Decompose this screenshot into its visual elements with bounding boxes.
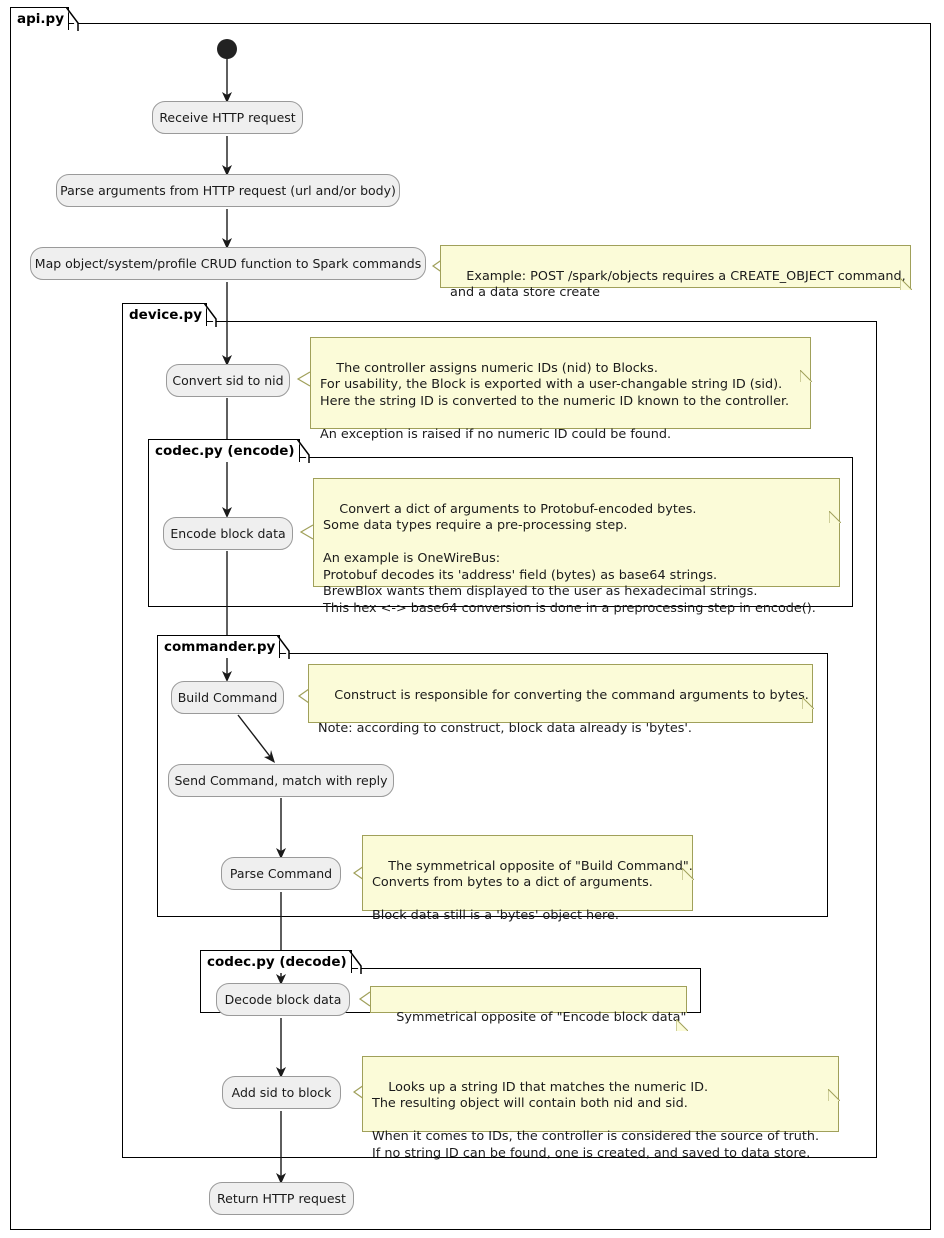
note-link-convert-sid bbox=[280, 368, 312, 394]
note-convert-sid: The controller assigns numeric IDs (nid)… bbox=[310, 337, 812, 442]
node-label: Parse arguments from HTTP request (url a… bbox=[60, 183, 396, 198]
partition-tab-codec-encode: codec.py (encode) bbox=[148, 438, 310, 463]
note-parse-cmd: The symmetrical opposite of "Build Comma… bbox=[362, 835, 694, 923]
tab-slant-icon bbox=[66, 6, 79, 31]
partition-tab-label-commander: commander.py bbox=[164, 639, 276, 655]
partition-tab-device: device.py bbox=[122, 302, 217, 327]
note-build-cmd: Construct is responsible for converting … bbox=[308, 664, 814, 736]
partition-tab-label-codec-decode: codec.py (decode) bbox=[207, 954, 347, 970]
tab-slant-icon bbox=[296, 438, 310, 463]
note-encode-block: Convert a dict of arguments to Protobuf-… bbox=[313, 478, 841, 616]
note-dogear-icon bbox=[802, 664, 814, 709]
node-label: Build Command bbox=[177, 690, 278, 705]
start-node bbox=[217, 39, 237, 59]
note-text: The controller assigns numeric IDs (nid)… bbox=[320, 360, 790, 442]
tab-slant-icon bbox=[348, 949, 362, 974]
note-dogear-icon bbox=[900, 245, 912, 290]
node-label: Decode block data bbox=[224, 992, 342, 1007]
note-add-sid: Looks up a string ID that matches the nu… bbox=[362, 1056, 840, 1161]
partition-tab-codec-decode: codec.py (decode) bbox=[200, 949, 362, 974]
partition-frame-api bbox=[10, 23, 931, 1230]
activity-node-parse-arguments[interactable]: Parse arguments from HTTP request (url a… bbox=[56, 174, 400, 207]
node-label: Convert sid to nid bbox=[172, 373, 284, 388]
note-dogear-icon bbox=[800, 337, 812, 382]
note-dogear-icon bbox=[682, 835, 694, 880]
partition-tab-api: api.py bbox=[10, 6, 79, 31]
note-text: The symmetrical opposite of "Build Comma… bbox=[372, 858, 693, 924]
node-label: Encode block data bbox=[170, 526, 286, 541]
note-link-decode-block bbox=[348, 988, 372, 1014]
note-text: Example: POST /spark/objects requires a … bbox=[450, 268, 906, 301]
note-link-parse-cmd bbox=[338, 862, 366, 888]
note-decode-block: Symmetrical opposite of "Encode block da… bbox=[370, 986, 688, 1031]
activity-node-decode-block-data[interactable]: Decode block data bbox=[216, 983, 350, 1016]
node-label: Add sid to block bbox=[231, 1085, 332, 1100]
tab-slant-icon bbox=[277, 634, 291, 659]
node-label: Return HTTP request bbox=[217, 1191, 346, 1206]
note-link-build-cmd bbox=[283, 685, 311, 711]
activity-node-receive-http-request[interactable]: Receive HTTP request bbox=[152, 101, 303, 134]
activity-node-return-http-request[interactable]: Return HTTP request bbox=[209, 1182, 354, 1215]
partition-tab-commander: commander.py bbox=[157, 634, 291, 659]
note-dogear-icon bbox=[828, 1056, 840, 1101]
note-dogear-icon bbox=[829, 478, 841, 523]
note-text: Symmetrical opposite of "Encode block da… bbox=[396, 1009, 687, 1025]
activity-node-send-command[interactable]: Send Command, match with reply bbox=[168, 764, 394, 797]
note-text: Construct is responsible for converting … bbox=[318, 687, 809, 736]
note-map-crud: Example: POST /spark/objects requires a … bbox=[440, 245, 912, 300]
activity-node-parse-command[interactable]: Parse Command bbox=[221, 857, 341, 890]
note-link-map-crud bbox=[420, 255, 446, 281]
node-label: Map object/system/profile CRUD function … bbox=[34, 256, 422, 271]
tab-slant-icon bbox=[204, 302, 217, 327]
partition-tab-label-codec-encode: codec.py (encode) bbox=[155, 443, 295, 459]
note-text: Convert a dict of arguments to Protobuf-… bbox=[323, 501, 816, 616]
activity-node-map-crud[interactable]: Map object/system/profile CRUD function … bbox=[30, 247, 426, 280]
partition-frame-codec-encode bbox=[148, 457, 853, 607]
node-label: Parse Command bbox=[229, 866, 333, 881]
activity-node-build-command[interactable]: Build Command bbox=[171, 681, 284, 714]
partition-tab-label-device: device.py bbox=[129, 307, 202, 323]
partition-frame-device bbox=[122, 321, 877, 1158]
activity-node-encode-block-data[interactable]: Encode block data bbox=[163, 517, 293, 550]
partition-frame-commander bbox=[157, 653, 828, 917]
note-link-add-sid bbox=[338, 1081, 366, 1107]
partition-tab-label-api: api.py bbox=[17, 11, 64, 27]
node-label: Receive HTTP request bbox=[159, 110, 296, 125]
note-text: Looks up a string ID that matches the nu… bbox=[372, 1079, 820, 1161]
node-label: Send Command, match with reply bbox=[174, 773, 388, 788]
note-link-encode-block bbox=[283, 521, 315, 547]
note-dogear-icon bbox=[676, 986, 688, 1031]
activity-node-add-sid-to-block[interactable]: Add sid to block bbox=[222, 1076, 341, 1109]
activity-node-convert-sid-to-nid[interactable]: Convert sid to nid bbox=[166, 364, 290, 397]
